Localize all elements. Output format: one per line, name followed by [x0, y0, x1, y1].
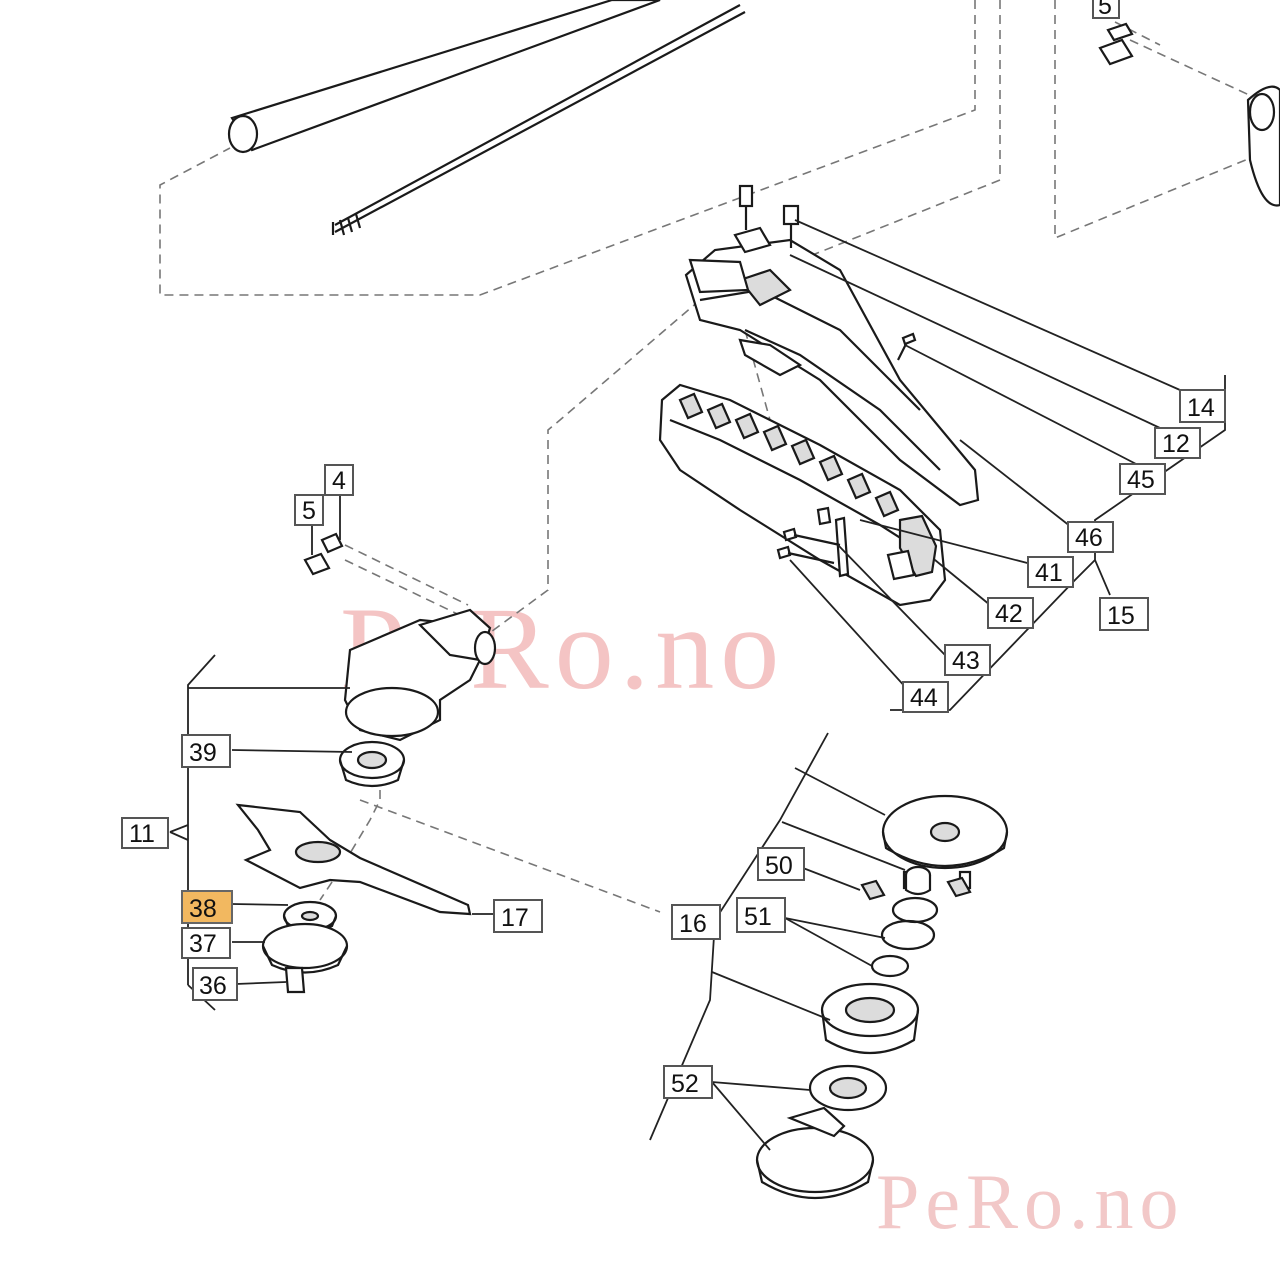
svg-text:5: 5	[1098, 0, 1112, 20]
svg-text:14: 14	[1187, 394, 1215, 422]
svg-text:5: 5	[302, 497, 316, 525]
assembly-dashed-lines	[159, 0, 1271, 913]
callout-39[interactable]: 39	[181, 734, 231, 768]
callout-5[interactable]: 5	[294, 494, 324, 526]
svg-text:46: 46	[1075, 524, 1103, 552]
callout-5-top[interactable]: 5	[1092, 0, 1120, 20]
callout-43[interactable]: 43	[944, 644, 991, 676]
callout-41[interactable]: 41	[1027, 556, 1074, 588]
callout-50[interactable]: 50	[757, 847, 805, 881]
callout-44[interactable]: 44	[902, 681, 949, 713]
svg-text:51: 51	[744, 903, 772, 931]
svg-text:45: 45	[1127, 466, 1155, 494]
callout-15[interactable]: 15	[1099, 597, 1149, 631]
svg-text:50: 50	[765, 852, 793, 880]
svg-text:17: 17	[501, 904, 529, 932]
callout-36[interactable]: 36	[192, 967, 238, 1001]
svg-text:16: 16	[679, 910, 707, 938]
coupling-top-right	[1098, 22, 1280, 207]
svg-text:41: 41	[1035, 559, 1063, 587]
callout-52[interactable]: 52	[663, 1065, 713, 1099]
svg-text:36: 36	[199, 972, 227, 1000]
svg-text:52: 52	[671, 1070, 699, 1098]
trimmer-head-assembly	[755, 794, 1009, 1199]
tube-and-shaft	[227, 0, 746, 236]
callout-12[interactable]: 12	[1154, 427, 1201, 459]
callout-labels: 5 14 12 45 46 41 15 42 43 44 4 5 39 11 3…	[121, 0, 1226, 1099]
callout-16[interactable]: 16	[671, 904, 721, 940]
callout-11[interactable]: 11	[121, 817, 169, 849]
callout-38[interactable]: 38	[181, 890, 233, 924]
svg-text:4: 4	[332, 467, 346, 495]
callout-17[interactable]: 17	[493, 899, 543, 933]
svg-text:42: 42	[995, 600, 1023, 628]
leader-lines	[169, 219, 1226, 1151]
callout-42[interactable]: 42	[987, 597, 1034, 629]
watermark-bottom: PeRo.no	[876, 1158, 1185, 1245]
svg-text:15: 15	[1107, 602, 1135, 630]
svg-text:44: 44	[910, 684, 938, 712]
svg-text:43: 43	[952, 647, 980, 675]
guard-assembly	[658, 184, 980, 607]
callout-37[interactable]: 37	[181, 927, 231, 959]
blade-assembly	[235, 803, 472, 994]
svg-text:11: 11	[129, 820, 155, 848]
callout-51[interactable]: 51	[736, 897, 786, 933]
callout-14[interactable]: 14	[1179, 389, 1226, 423]
callout-45[interactable]: 45	[1119, 463, 1166, 495]
callout-46[interactable]: 46	[1067, 521, 1114, 553]
callout-4[interactable]: 4	[324, 464, 354, 496]
gearhead-assembly	[303, 532, 497, 788]
svg-text:38: 38	[189, 895, 217, 923]
svg-text:12: 12	[1162, 430, 1190, 458]
svg-text:39: 39	[189, 739, 217, 767]
svg-text:37: 37	[189, 930, 217, 958]
